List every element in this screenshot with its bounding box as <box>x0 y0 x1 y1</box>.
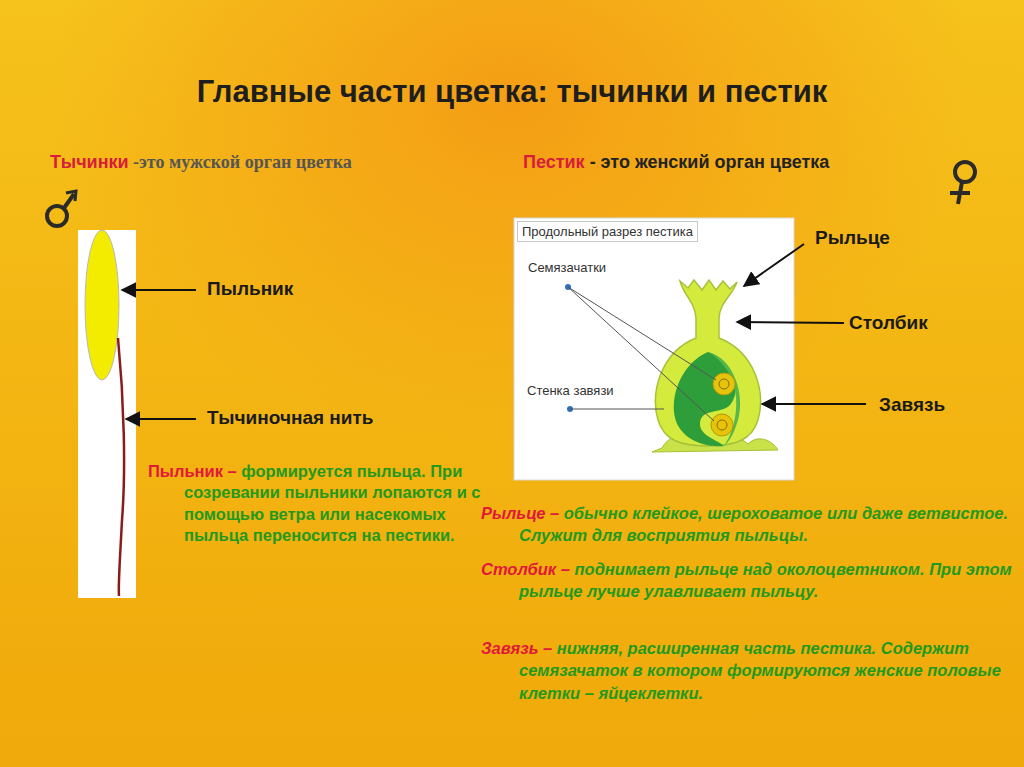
part-label: Тычиночная нить <box>207 407 373 428</box>
illustration-shape <box>78 230 136 598</box>
part-label-group: Завязь <box>879 394 945 416</box>
heading-group: Пестик - это женский орган цветка <box>523 152 953 173</box>
heading-group: Тычинки -это мужской орган цветка <box>50 152 510 173</box>
heading: -это мужской орган цветка <box>129 152 352 172</box>
illustration-shape <box>126 418 196 420</box>
illustration-shape <box>708 352 740 446</box>
figure-panel: Продольный разрез пестикаСемязачаткиСтен… <box>514 218 794 480</box>
illustration-shape <box>737 322 844 323</box>
illustration-shape <box>47 206 67 226</box>
note-group: Завязь – нижняя, расширенная часть пести… <box>481 637 1024 704</box>
note-group: Столбик – поднимает рыльце над околоцвет… <box>481 558 1024 603</box>
illustration-shape <box>719 379 729 389</box>
heading: Тычинки <box>50 152 129 172</box>
heading: - это женский орган цветка <box>585 152 830 172</box>
note: поднимает рыльце над околоцветником. При… <box>519 560 1012 600</box>
illustration-shape <box>762 403 866 405</box>
illustration-shape <box>568 287 716 380</box>
part-label: Рыльце <box>815 227 890 248</box>
note: Пыльник – <box>148 462 237 480</box>
illustration-shape <box>713 373 735 395</box>
illustration-shape <box>955 162 975 182</box>
note: нижняя, расширенная часть пестика. Содер… <box>519 639 1001 702</box>
note: обычно клейкое, шероховатое или даже вет… <box>519 504 1008 544</box>
part-label: Стенка завязи <box>527 383 614 398</box>
illustration-shape <box>568 287 714 421</box>
illustration-shape <box>64 194 74 208</box>
illustration-shape <box>85 230 119 380</box>
part-label: Пыльник <box>207 278 293 299</box>
illustration-shape <box>118 338 124 596</box>
part-label-group: Столбик <box>849 312 928 334</box>
note-group: Пыльник – формируется пыльца. При созрев… <box>148 461 506 547</box>
illustration-shape <box>570 409 664 410</box>
heading: Пестик <box>523 152 585 172</box>
part-label: Столбик <box>849 312 928 333</box>
part-label: Завязь <box>879 394 945 415</box>
illustration-shape <box>711 414 733 436</box>
illustration-shape <box>950 191 970 195</box>
illustration-shape <box>122 289 196 291</box>
slide-title: Главные части цветка: тычинки и пестик <box>0 74 1024 110</box>
illustration-shape <box>744 244 804 286</box>
illustration-shape <box>656 280 761 446</box>
part-label: Семязачатки <box>528 260 606 275</box>
note: Рыльце – <box>481 504 559 522</box>
illustration-shape <box>717 420 727 430</box>
note-group: Рыльце – обычно клейкое, шероховатое или… <box>481 502 1024 547</box>
illustration-shape <box>514 218 794 480</box>
part-label-group: Тычиночная нить <box>207 407 373 429</box>
part-label-group: Пыльник <box>207 278 293 300</box>
illustration-shape <box>66 191 76 201</box>
note: Столбик – <box>481 560 570 578</box>
panel-caption: Продольный разрез пестика <box>517 221 698 242</box>
part-label-group: Рыльце <box>815 227 890 249</box>
note: Завязь – <box>481 639 552 657</box>
